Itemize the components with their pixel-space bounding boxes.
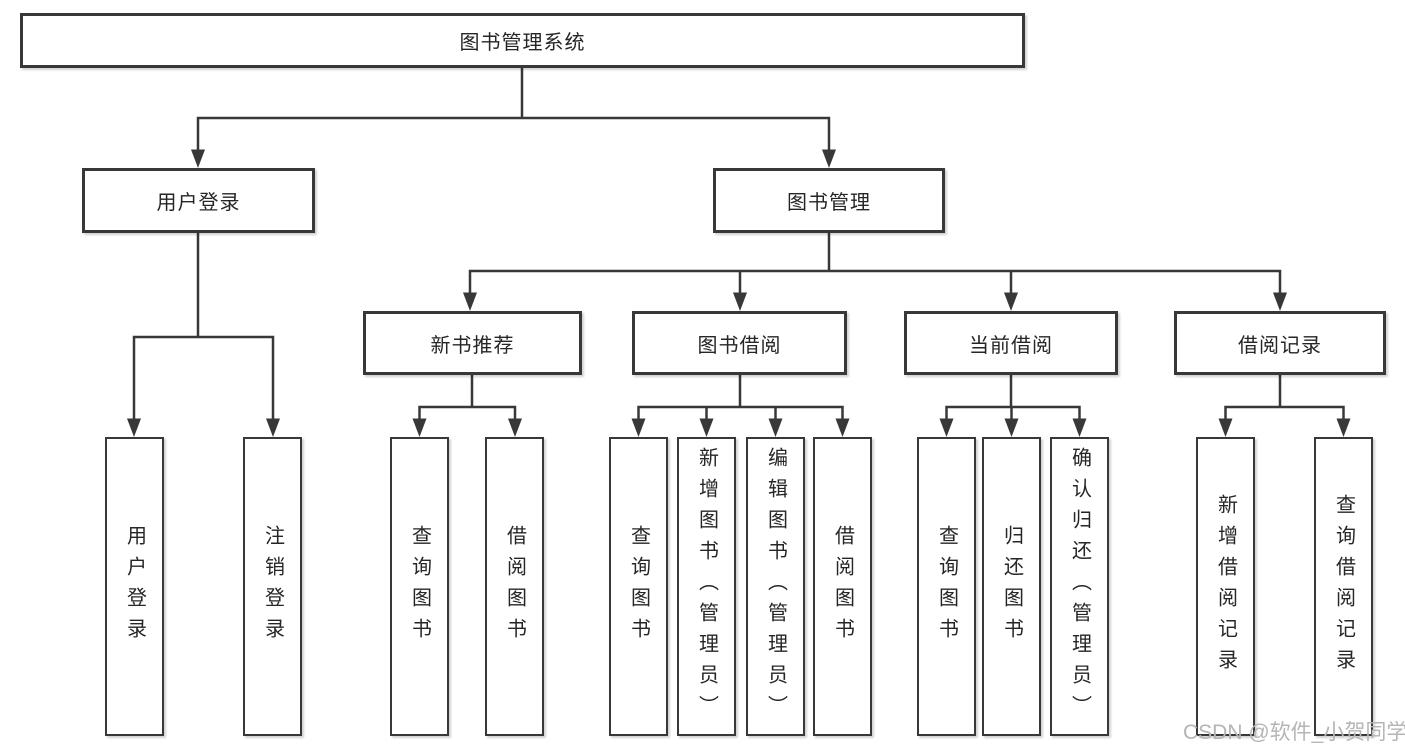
arrow-down-icon [939, 418, 954, 437]
leaf-borrow-books-recommend: 借阅图书 [485, 437, 544, 736]
leaf-return-books: 归还图书 [982, 437, 1041, 736]
leaf-add-book-admin-label: 新增图书（管理员） [695, 447, 718, 726]
node-user-login: 用户登录 [82, 168, 315, 233]
node-book-borrow-label: 图书借阅 [697, 334, 782, 357]
node-current-borrow: 当前借阅 [904, 311, 1118, 375]
arrow-down-icon [127, 418, 141, 437]
node-borrow-records-label: 借阅记录 [1238, 334, 1322, 357]
connector-book-mgmt-to-level3 [468, 231, 1282, 295]
arrow-down-icon [1004, 292, 1018, 311]
leaf-query-borrow-record: 查询借阅记录 [1314, 437, 1373, 736]
leaf-query-books-borrow: 查询图书 [609, 437, 668, 736]
leaf-query-books-recommend: 查询图书 [390, 437, 449, 736]
leaf-query-books-borrow-label: 查询图书 [627, 524, 650, 649]
connector-user-login-to-leaves [132, 231, 275, 421]
arrow-down-icon [1218, 418, 1233, 437]
arrow-down-icon [266, 418, 280, 437]
arrow-down-icon [768, 418, 783, 437]
connector-new-book-to-leaves [418, 373, 517, 421]
leaf-logout: 注销登录 [243, 437, 302, 736]
leaf-edit-book-admin-label: 编辑图书（管理员） [764, 447, 787, 726]
node-new-book-recommend: 新书推荐 [363, 311, 582, 375]
csdn-watermark: CSDN @软件_小贺同学 [1183, 721, 1405, 744]
leaf-confirm-return-admin-label: 确认归还（管理员） [1068, 447, 1091, 726]
node-book-management-label: 图书管理 [787, 192, 871, 214]
node-book-borrow: 图书借阅 [632, 311, 847, 375]
arrow-down-icon [1004, 418, 1019, 437]
node-user-login-label: 用户登录 [156, 192, 241, 214]
arrow-down-icon [412, 418, 427, 437]
node-new-book-recommend-label: 新书推荐 [430, 334, 515, 357]
node-root: 图书管理系统 [20, 13, 1025, 68]
node-borrow-records: 借阅记录 [1174, 311, 1386, 375]
arrow-down-icon [508, 418, 522, 437]
leaf-borrow-books: 借阅图书 [813, 437, 872, 736]
arrow-down-icon [631, 418, 646, 437]
arrow-down-icon [1072, 418, 1087, 437]
leaf-add-borrow-record-label: 新增借阅记录 [1214, 493, 1237, 680]
leaf-edit-book-admin: 编辑图书（管理员） [746, 437, 805, 736]
leaf-query-books-current: 查询图书 [917, 437, 976, 736]
leaf-borrow-books-recommend-label: 借阅图书 [503, 524, 526, 649]
leaf-logout-label: 注销登录 [261, 524, 284, 649]
arrow-down-icon [835, 418, 850, 437]
arrow-down-icon [191, 149, 205, 168]
arrow-down-icon [1273, 292, 1287, 311]
leaf-return-books-label: 归还图书 [1000, 524, 1023, 649]
arrow-down-icon [733, 292, 747, 311]
leaf-user-login: 用户登录 [105, 437, 164, 736]
node-book-management: 图书管理 [713, 168, 945, 233]
arrow-down-icon [822, 149, 836, 168]
connector-book-borrow-to-leaves [637, 373, 844, 421]
leaf-add-borrow-record: 新增借阅记录 [1196, 437, 1255, 736]
node-current-borrow-label: 当前借阅 [969, 334, 1053, 357]
connector-root-to-level2 [196, 66, 831, 152]
leaf-confirm-return-admin: 确认归还（管理员） [1050, 437, 1109, 736]
leaf-query-books-current-label: 查询图书 [935, 524, 958, 649]
leaf-add-book-admin: 新增图书（管理员） [677, 437, 736, 736]
arrow-down-icon [1336, 418, 1351, 437]
node-root-label: 图书管理系统 [459, 32, 586, 54]
arrow-down-icon [463, 292, 477, 311]
leaf-query-books-recommend-label: 查询图书 [408, 524, 431, 649]
leaf-user-login-label: 用户登录 [123, 524, 146, 649]
leaf-borrow-books-label: 借阅图书 [831, 524, 854, 649]
connector-current-borrow-to-leaves [945, 373, 1081, 421]
arrow-down-icon [699, 418, 714, 437]
connector-borrow-records-to-leaves [1224, 373, 1345, 421]
leaf-query-borrow-record-label: 查询借阅记录 [1332, 493, 1355, 680]
